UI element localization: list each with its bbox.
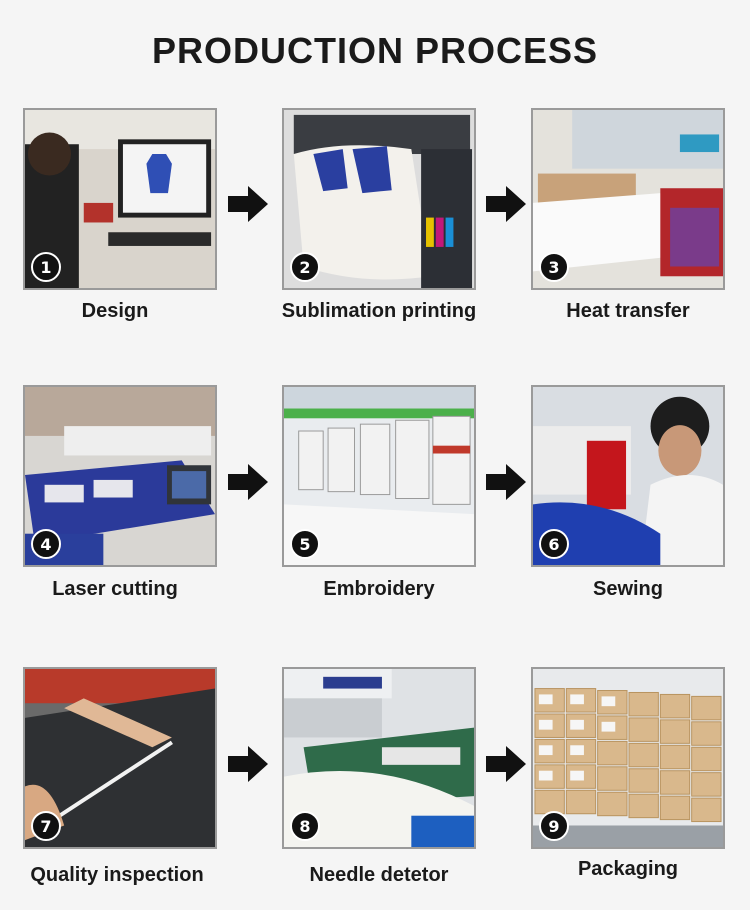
step-3-number-badge: 3 <box>539 252 569 282</box>
step-2-label: Sublimation printing <box>281 300 477 322</box>
step-8-photo: 8 <box>282 667 476 849</box>
page-title: PRODUCTION PROCESS <box>151 30 599 71</box>
right-arrow-icon <box>486 186 526 222</box>
step-7-photo: 7 <box>23 667 217 849</box>
step-9-photo: 9 <box>531 667 725 849</box>
step-6-label: Sewing <box>592 578 663 600</box>
step-5-number-badge: 5 <box>290 529 320 559</box>
right-arrow-icon <box>228 186 268 222</box>
step-3-photo: 3 <box>531 108 725 290</box>
step-3-label: Heat transfer <box>566 300 690 322</box>
step-7-label: Quality inspection <box>30 864 204 886</box>
right-arrow-icon <box>228 464 268 500</box>
step-6-photo: 6 <box>531 385 725 567</box>
step-4-number-badge: 4 <box>31 529 61 559</box>
step-2-photo: 2 <box>282 108 476 290</box>
right-arrow-icon <box>228 746 268 782</box>
step-1-number-badge: 1 <box>31 252 61 282</box>
step-6-number-badge: 6 <box>539 529 569 559</box>
right-arrow-icon <box>486 746 526 782</box>
step-7-number-badge: 7 <box>31 811 61 841</box>
step-5-photo: 5 <box>282 385 476 567</box>
step-4-label: Laser cutting <box>52 578 178 600</box>
step-2-number-badge: 2 <box>290 252 320 282</box>
step-1-label: Design <box>81 300 149 322</box>
right-arrow-icon <box>486 464 526 500</box>
step-8-number-badge: 8 <box>290 811 320 841</box>
step-4-photo: 4 <box>23 385 217 567</box>
step-1-photo: 1 <box>23 108 217 290</box>
step-9-number-badge: 9 <box>539 811 569 841</box>
step-8-label: Needle detetor <box>309 864 449 886</box>
step-9-label: Packaging <box>577 858 679 880</box>
step-5-label: Embroidery <box>323 578 435 600</box>
